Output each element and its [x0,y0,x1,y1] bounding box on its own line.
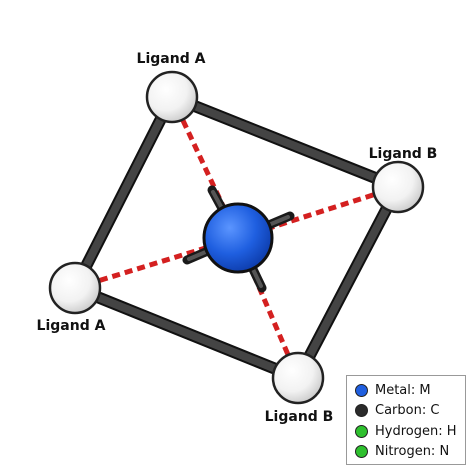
legend: Metal: M Carbon: C Hydrogen: H Nitrogen:… [346,375,466,465]
metal-swatch-icon [355,383,368,397]
legend-label-hydrogen: Hydrogen: H [375,423,457,439]
legend-item-metal: Metal: M [355,380,465,401]
ligand-atom-right [371,160,425,214]
label-ligand-bottom: Ligand B [265,409,334,425]
legend-label-nitrogen: Nitrogen: N [375,444,450,460]
ligand-atom-top [145,70,199,124]
metal-atom [202,202,274,274]
carbon-swatch-icon [355,404,368,418]
nitrogen-swatch-icon [355,445,368,459]
coordination-right [237,184,399,241]
legend-item-nitrogen: Nitrogen: N [355,442,465,463]
label-ligand-right: Ligand B [369,146,438,162]
label-ligand-left: Ligand A [37,318,106,334]
label-ligand-top: Ligand A [137,51,206,67]
legend-label-metal: Metal: M [375,382,431,398]
legend-item-carbon: Carbon: C [355,401,465,422]
hydrogen-swatch-icon [355,424,368,438]
coordination-bonds [74,95,399,379]
legend-label-carbon: Carbon: C [375,403,440,419]
coordination-left [74,235,239,291]
legend-item-hydrogen: Hydrogen: H [355,421,465,442]
ligand-atom-bottom [271,351,325,405]
ligand-atom-left [48,261,102,315]
